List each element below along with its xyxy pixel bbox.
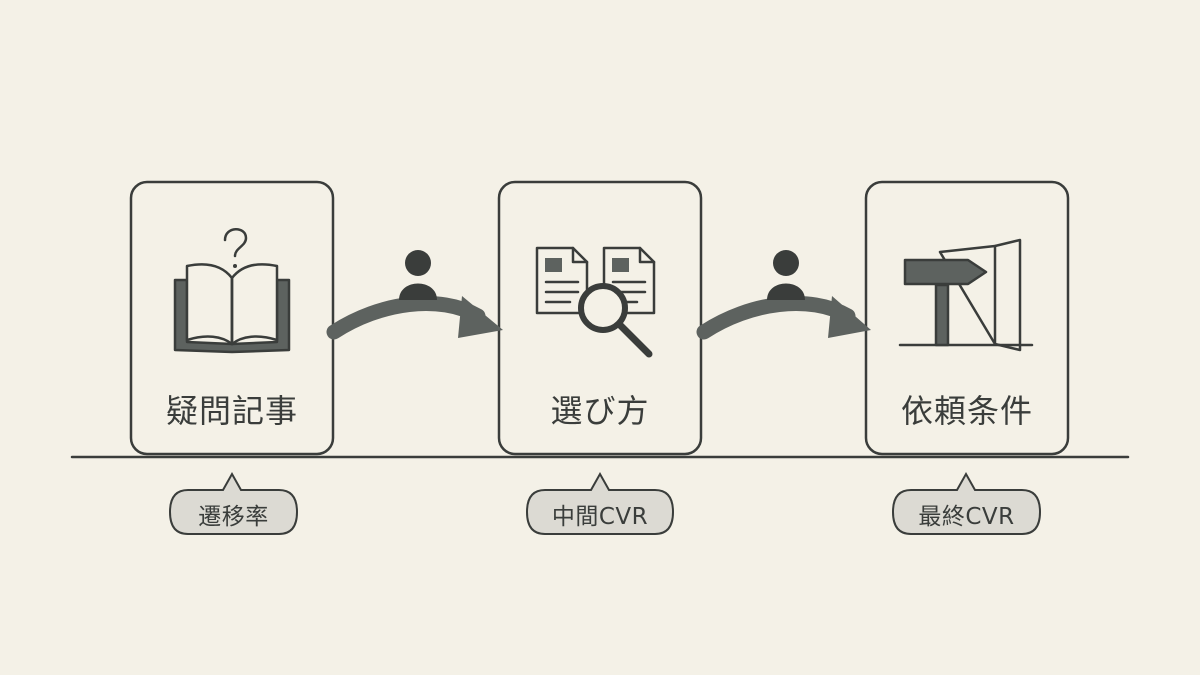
metric-bubble-transition xyxy=(168,471,299,535)
metric-bubble-middle xyxy=(525,471,675,535)
metric-label-middle: 中間CVR xyxy=(551,504,649,530)
step-label-request: 依頼条件 xyxy=(900,392,1033,430)
metric-label-transition: 遷移率 xyxy=(198,504,269,530)
signpost-door-icon xyxy=(898,238,1034,352)
person-icon xyxy=(399,250,437,300)
person-icon xyxy=(767,250,805,300)
connector-2 xyxy=(696,250,871,340)
documents-magnifier-icon xyxy=(535,246,656,358)
step-label-article: 疑問記事 xyxy=(165,392,298,430)
arrow-head xyxy=(458,296,503,338)
metric-bubble-final xyxy=(891,471,1042,535)
metric-label-final: 最終CVR xyxy=(918,504,1015,530)
connector-1 xyxy=(326,250,503,340)
arrow-head xyxy=(828,296,871,338)
step-label-guide: 選び方 xyxy=(550,392,650,430)
curved-arrow-icon xyxy=(696,295,856,340)
open-book-question-icon xyxy=(173,228,291,354)
curved-arrow-icon xyxy=(326,295,486,340)
